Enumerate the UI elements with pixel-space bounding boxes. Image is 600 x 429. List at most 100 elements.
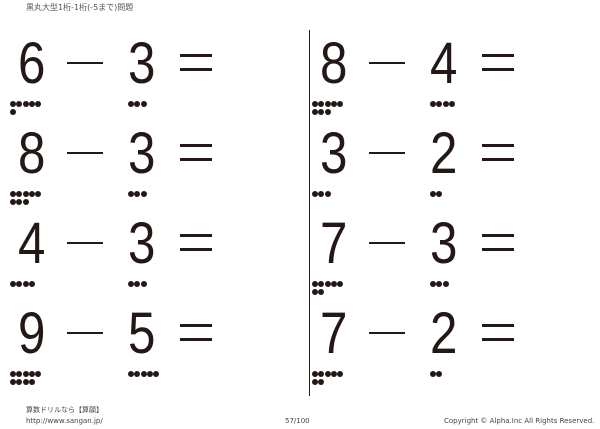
minuend-dots: [312, 273, 352, 295]
counting-dot: [134, 191, 141, 197]
answer-area[interactable]: [220, 315, 250, 360]
counting-dot: [436, 191, 443, 197]
minuend-dots: [10, 93, 50, 115]
equals-sign-bottom: [180, 248, 212, 251]
counting-dot: [16, 199, 23, 205]
subtrahend-dots: [430, 93, 470, 107]
dot-row: [430, 183, 470, 197]
counting-dot: [324, 101, 331, 107]
answer-area[interactable]: [522, 315, 552, 360]
minuend: 8: [320, 31, 348, 96]
dot-row: [312, 363, 352, 377]
page-number: 57/100: [285, 417, 310, 425]
dot-row: [430, 273, 470, 287]
counting-dot: [28, 101, 35, 107]
counting-dot: [28, 191, 35, 197]
counting-dot: [10, 101, 16, 107]
dot-row: [312, 183, 352, 197]
counting-dot: [134, 371, 141, 377]
counting-dot: [134, 101, 141, 107]
counting-dot: [324, 109, 331, 115]
answer-area[interactable]: [522, 45, 552, 90]
counting-dot: [318, 109, 325, 115]
equals-sign-top: [482, 54, 514, 57]
equals-sign-top: [180, 54, 212, 57]
counting-dot: [128, 371, 134, 377]
answer-area[interactable]: [220, 45, 250, 90]
answer-area[interactable]: [220, 135, 250, 180]
counting-dot: [448, 101, 455, 107]
counting-dot: [430, 101, 436, 107]
counting-dot: [28, 379, 35, 385]
counting-dot: [312, 281, 318, 287]
counting-dot: [128, 101, 134, 107]
minuend: 7: [320, 301, 348, 366]
minuend: 6: [18, 31, 46, 96]
counting-dot: [330, 101, 337, 107]
counting-dot: [16, 101, 23, 107]
counting-dot: [28, 371, 35, 377]
counting-dot: [128, 281, 134, 287]
counting-dot: [318, 371, 325, 377]
counting-dot: [324, 191, 331, 197]
dot-row: [10, 363, 50, 377]
counting-dot: [436, 371, 443, 377]
equals-sign-bottom: [180, 68, 212, 71]
dot-row: [128, 93, 168, 107]
counting-dot: [318, 289, 325, 295]
counting-dot: [330, 371, 337, 377]
minuend: 4: [18, 211, 46, 276]
counting-dot: [16, 281, 23, 287]
subtrahend-dots: [430, 363, 470, 377]
dot-row: [312, 101, 352, 115]
minus-sign: [369, 62, 405, 64]
counting-dot: [337, 371, 344, 377]
counting-dot: [312, 289, 318, 295]
answer-area[interactable]: [522, 135, 552, 180]
counting-dot: [22, 191, 29, 197]
counting-dot: [430, 281, 436, 287]
equals-sign-bottom: [180, 338, 212, 341]
counting-dot: [22, 371, 29, 377]
counting-dot: [318, 101, 325, 107]
counting-dot: [324, 371, 331, 377]
dot-row: [10, 273, 50, 287]
subtrahend-dots: [128, 363, 168, 377]
counting-dot: [318, 191, 325, 197]
answer-area[interactable]: [220, 225, 250, 270]
counting-dot: [16, 371, 23, 377]
equals-sign-top: [482, 234, 514, 237]
equals-sign-bottom: [482, 158, 514, 161]
dot-row: [128, 363, 168, 377]
counting-dot: [35, 371, 42, 377]
counting-dot: [430, 191, 436, 197]
counting-dot: [128, 191, 134, 197]
counting-dot: [430, 371, 436, 377]
footer-url[interactable]: http://www.sangan.jp/: [26, 417, 103, 425]
counting-dot: [337, 101, 344, 107]
minuend-dots: [10, 363, 50, 385]
counting-dot: [22, 379, 29, 385]
counting-dot: [10, 191, 16, 197]
subtrahend: 3: [128, 121, 156, 186]
minus-sign: [67, 332, 103, 334]
column-divider: [309, 30, 310, 396]
subtrahend-dots: [128, 183, 168, 197]
equals-sign-top: [180, 234, 212, 237]
counting-dot: [146, 371, 153, 377]
counting-dot: [16, 191, 23, 197]
dot-row: [10, 93, 50, 107]
minus-sign: [369, 242, 405, 244]
counting-dot: [442, 101, 449, 107]
minuend-dots: [312, 93, 352, 115]
counting-dot: [28, 281, 35, 287]
answer-area[interactable]: [522, 225, 552, 270]
counting-dot: [140, 371, 147, 377]
counting-dot: [153, 371, 160, 377]
counting-dot: [324, 281, 331, 287]
